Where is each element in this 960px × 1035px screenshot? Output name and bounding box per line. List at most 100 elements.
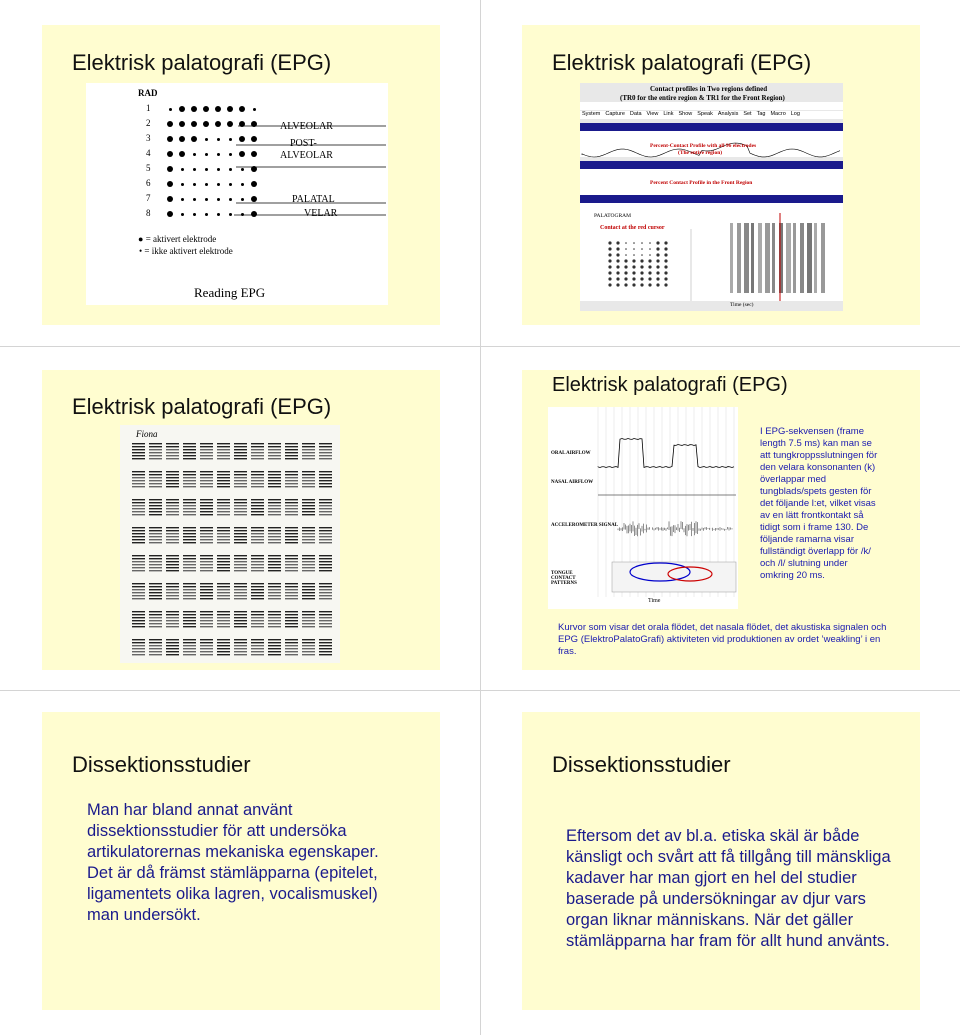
frame-row: [200, 561, 213, 562]
frame-row: [234, 570, 247, 571]
frame-row: [217, 511, 230, 512]
frame-row: [217, 477, 230, 478]
frame-row: [183, 586, 196, 587]
palatogram-electrode: [616, 259, 619, 262]
palatogram-electrode: [656, 241, 659, 244]
palatogram-electrode: [664, 277, 667, 280]
frame-row: [251, 567, 264, 568]
frame-row: [183, 477, 196, 478]
frame-row: [166, 620, 179, 621]
spectrogram-band: [730, 223, 733, 293]
palatogram-electrode: [664, 259, 667, 262]
frame-row: [200, 639, 213, 640]
frame-row: [251, 452, 264, 453]
palatogram-electrode: [664, 271, 667, 274]
panel-header: [580, 195, 843, 203]
frame-row: [166, 505, 179, 506]
frame-row: [183, 620, 196, 621]
palatogram-electrode: [648, 283, 651, 286]
frame-row: [285, 530, 298, 531]
frame-row: [183, 508, 196, 509]
frame-row: [200, 645, 213, 646]
frame-row: [285, 458, 298, 459]
frame-row: [268, 536, 281, 537]
frame-row: [149, 558, 162, 559]
frame-row: [268, 645, 281, 646]
frame-row: [183, 592, 196, 593]
frame-row: [302, 561, 315, 562]
frame-row: [166, 527, 179, 528]
spectrogram-band: [814, 223, 817, 293]
frame-row: [251, 511, 264, 512]
frame-row: [183, 536, 196, 537]
frame-row: [319, 477, 332, 478]
frame-row: [251, 486, 264, 487]
frame-row: [149, 527, 162, 528]
frame-row: [217, 564, 230, 565]
slide-title: Dissektionsstudier: [552, 752, 731, 778]
frame-row: [251, 561, 264, 562]
frame-row: [268, 505, 281, 506]
frame-row: [302, 598, 315, 599]
frame-row: [149, 651, 162, 652]
frame-row: [302, 626, 315, 627]
frame-row: [166, 626, 179, 627]
oral-airflow-label: ORAL AIRFLOW: [551, 451, 591, 456]
frame-row: [302, 486, 315, 487]
frame-row: [149, 561, 162, 562]
frame-row: [132, 539, 145, 540]
palatogram-electrode: [608, 253, 611, 256]
slide-1: Elektrisk palatografi (EPG) RAD 12345678…: [42, 25, 440, 325]
frame-row: [234, 477, 247, 478]
frame-row: [132, 533, 145, 534]
frame-row: [200, 623, 213, 624]
frame-row: [149, 614, 162, 615]
palatogram-electrode: [625, 254, 627, 256]
frame-row: [200, 539, 213, 540]
frame-row: [234, 471, 247, 472]
frame-row: [234, 611, 247, 612]
frame-row: [183, 589, 196, 590]
frame-row: [200, 502, 213, 503]
frame-row: [166, 446, 179, 447]
legend-inactive-label: = ikke aktivert elektrode: [144, 246, 232, 256]
frame-row: [166, 589, 179, 590]
frame-row: [285, 480, 298, 481]
frame-row: [319, 480, 332, 481]
epg-reading-figure: RAD 12345678 ALVEOLAR POST- ALVEOLAR PAL…: [86, 83, 388, 305]
frame-row: [149, 570, 162, 571]
frame-row: [251, 443, 264, 444]
frame-row: [166, 570, 179, 571]
frame-row: [268, 620, 281, 621]
frame-row: [183, 564, 196, 565]
palatogram-electrode: [640, 265, 643, 268]
contact-profile-figure: Contact profiles in Two regions defined …: [580, 83, 843, 311]
palatogram-electrode: [632, 271, 635, 274]
frame-row: [166, 508, 179, 509]
frame-row: [217, 595, 230, 596]
frame-row: [217, 648, 230, 649]
frame-row: [132, 614, 145, 615]
frame-row: [319, 542, 332, 543]
frame-row: [217, 642, 230, 643]
frame-row: [302, 539, 315, 540]
frame-row: [268, 586, 281, 587]
active-dot-icon: ●: [138, 234, 143, 244]
frame-row: [268, 595, 281, 596]
frame-row: [149, 595, 162, 596]
frame-row: [217, 651, 230, 652]
frame-row: [200, 567, 213, 568]
frame-row: [234, 595, 247, 596]
frame-row: [149, 654, 162, 655]
palatogram-electrode: [641, 254, 643, 256]
frame-row: [149, 645, 162, 646]
frame-row: [285, 536, 298, 537]
frame-row: [132, 477, 145, 478]
frame-row: [166, 648, 179, 649]
frame-row: [183, 558, 196, 559]
frame-row: [183, 651, 196, 652]
frame-row: [251, 654, 264, 655]
frame-row: [234, 443, 247, 444]
palatogram-electrode: [664, 241, 667, 244]
frame-row: [251, 623, 264, 624]
